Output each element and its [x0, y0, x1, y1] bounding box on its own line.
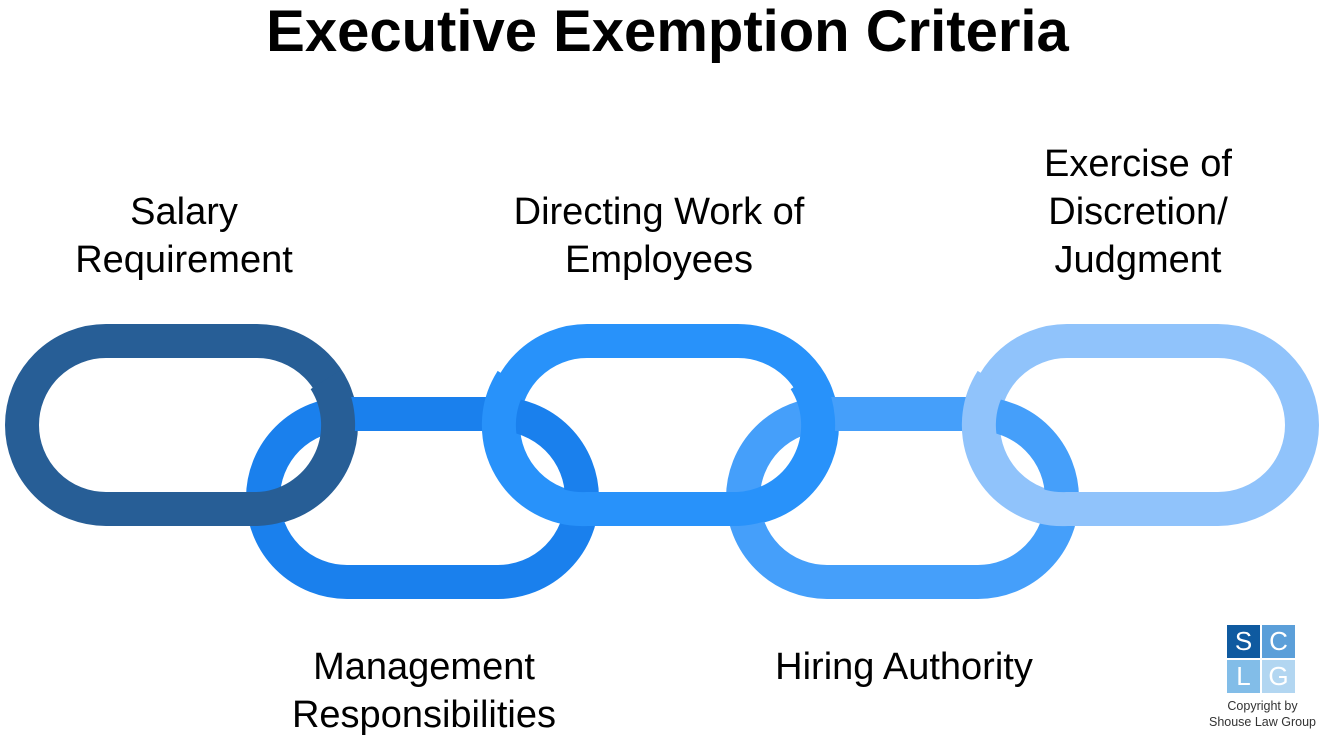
sclg-logo: S C L G: [1227, 625, 1297, 695]
chain-link-discretion-overlap: [961, 370, 1085, 527]
copyright-line: Copyright by: [1227, 699, 1298, 713]
label-line: Judgment: [1054, 239, 1222, 281]
label-line: Employees: [565, 239, 753, 281]
chain-link-management: [246, 397, 599, 599]
logo-letter: S: [1227, 625, 1260, 658]
logo-letter: C: [1262, 625, 1295, 658]
label-exercise-of-discretion: Exercise of Discretion/ Judgment: [1008, 140, 1268, 284]
label-line: Directing Work of: [513, 191, 805, 233]
label-hiring-authority: Hiring Authority: [744, 643, 1064, 691]
page-title: Executive Exemption Criteria: [266, 0, 1069, 64]
label-line: Hiring Authority: [775, 646, 1033, 688]
label-line: Requirement: [75, 239, 293, 281]
logo-letter: L: [1227, 660, 1260, 693]
chain-link-directing-overlap-right: [725, 370, 836, 526]
label-line: Salary: [130, 191, 238, 233]
chain-link-hiring: [726, 397, 1079, 599]
logo-letter: G: [1262, 660, 1295, 693]
label-management-responsibilities: Management Responsibilities: [264, 643, 584, 739]
label-line: Management: [313, 646, 535, 688]
label-directing-work: Directing Work of Employees: [479, 188, 839, 284]
label-line: Exercise of: [1044, 143, 1232, 185]
label-line: Discretion/: [1048, 191, 1228, 233]
chain-link-directing-overlap-left: [481, 370, 605, 527]
chain-link-salary-overlap: [245, 370, 356, 526]
label-line: Responsibilities: [291, 694, 556, 736]
copyright-notice: Copyright by Shouse Law Group: [1195, 698, 1330, 730]
label-salary-requirement: Salary Requirement: [54, 188, 314, 284]
copyright-line: Shouse Law Group: [1208, 715, 1316, 729]
